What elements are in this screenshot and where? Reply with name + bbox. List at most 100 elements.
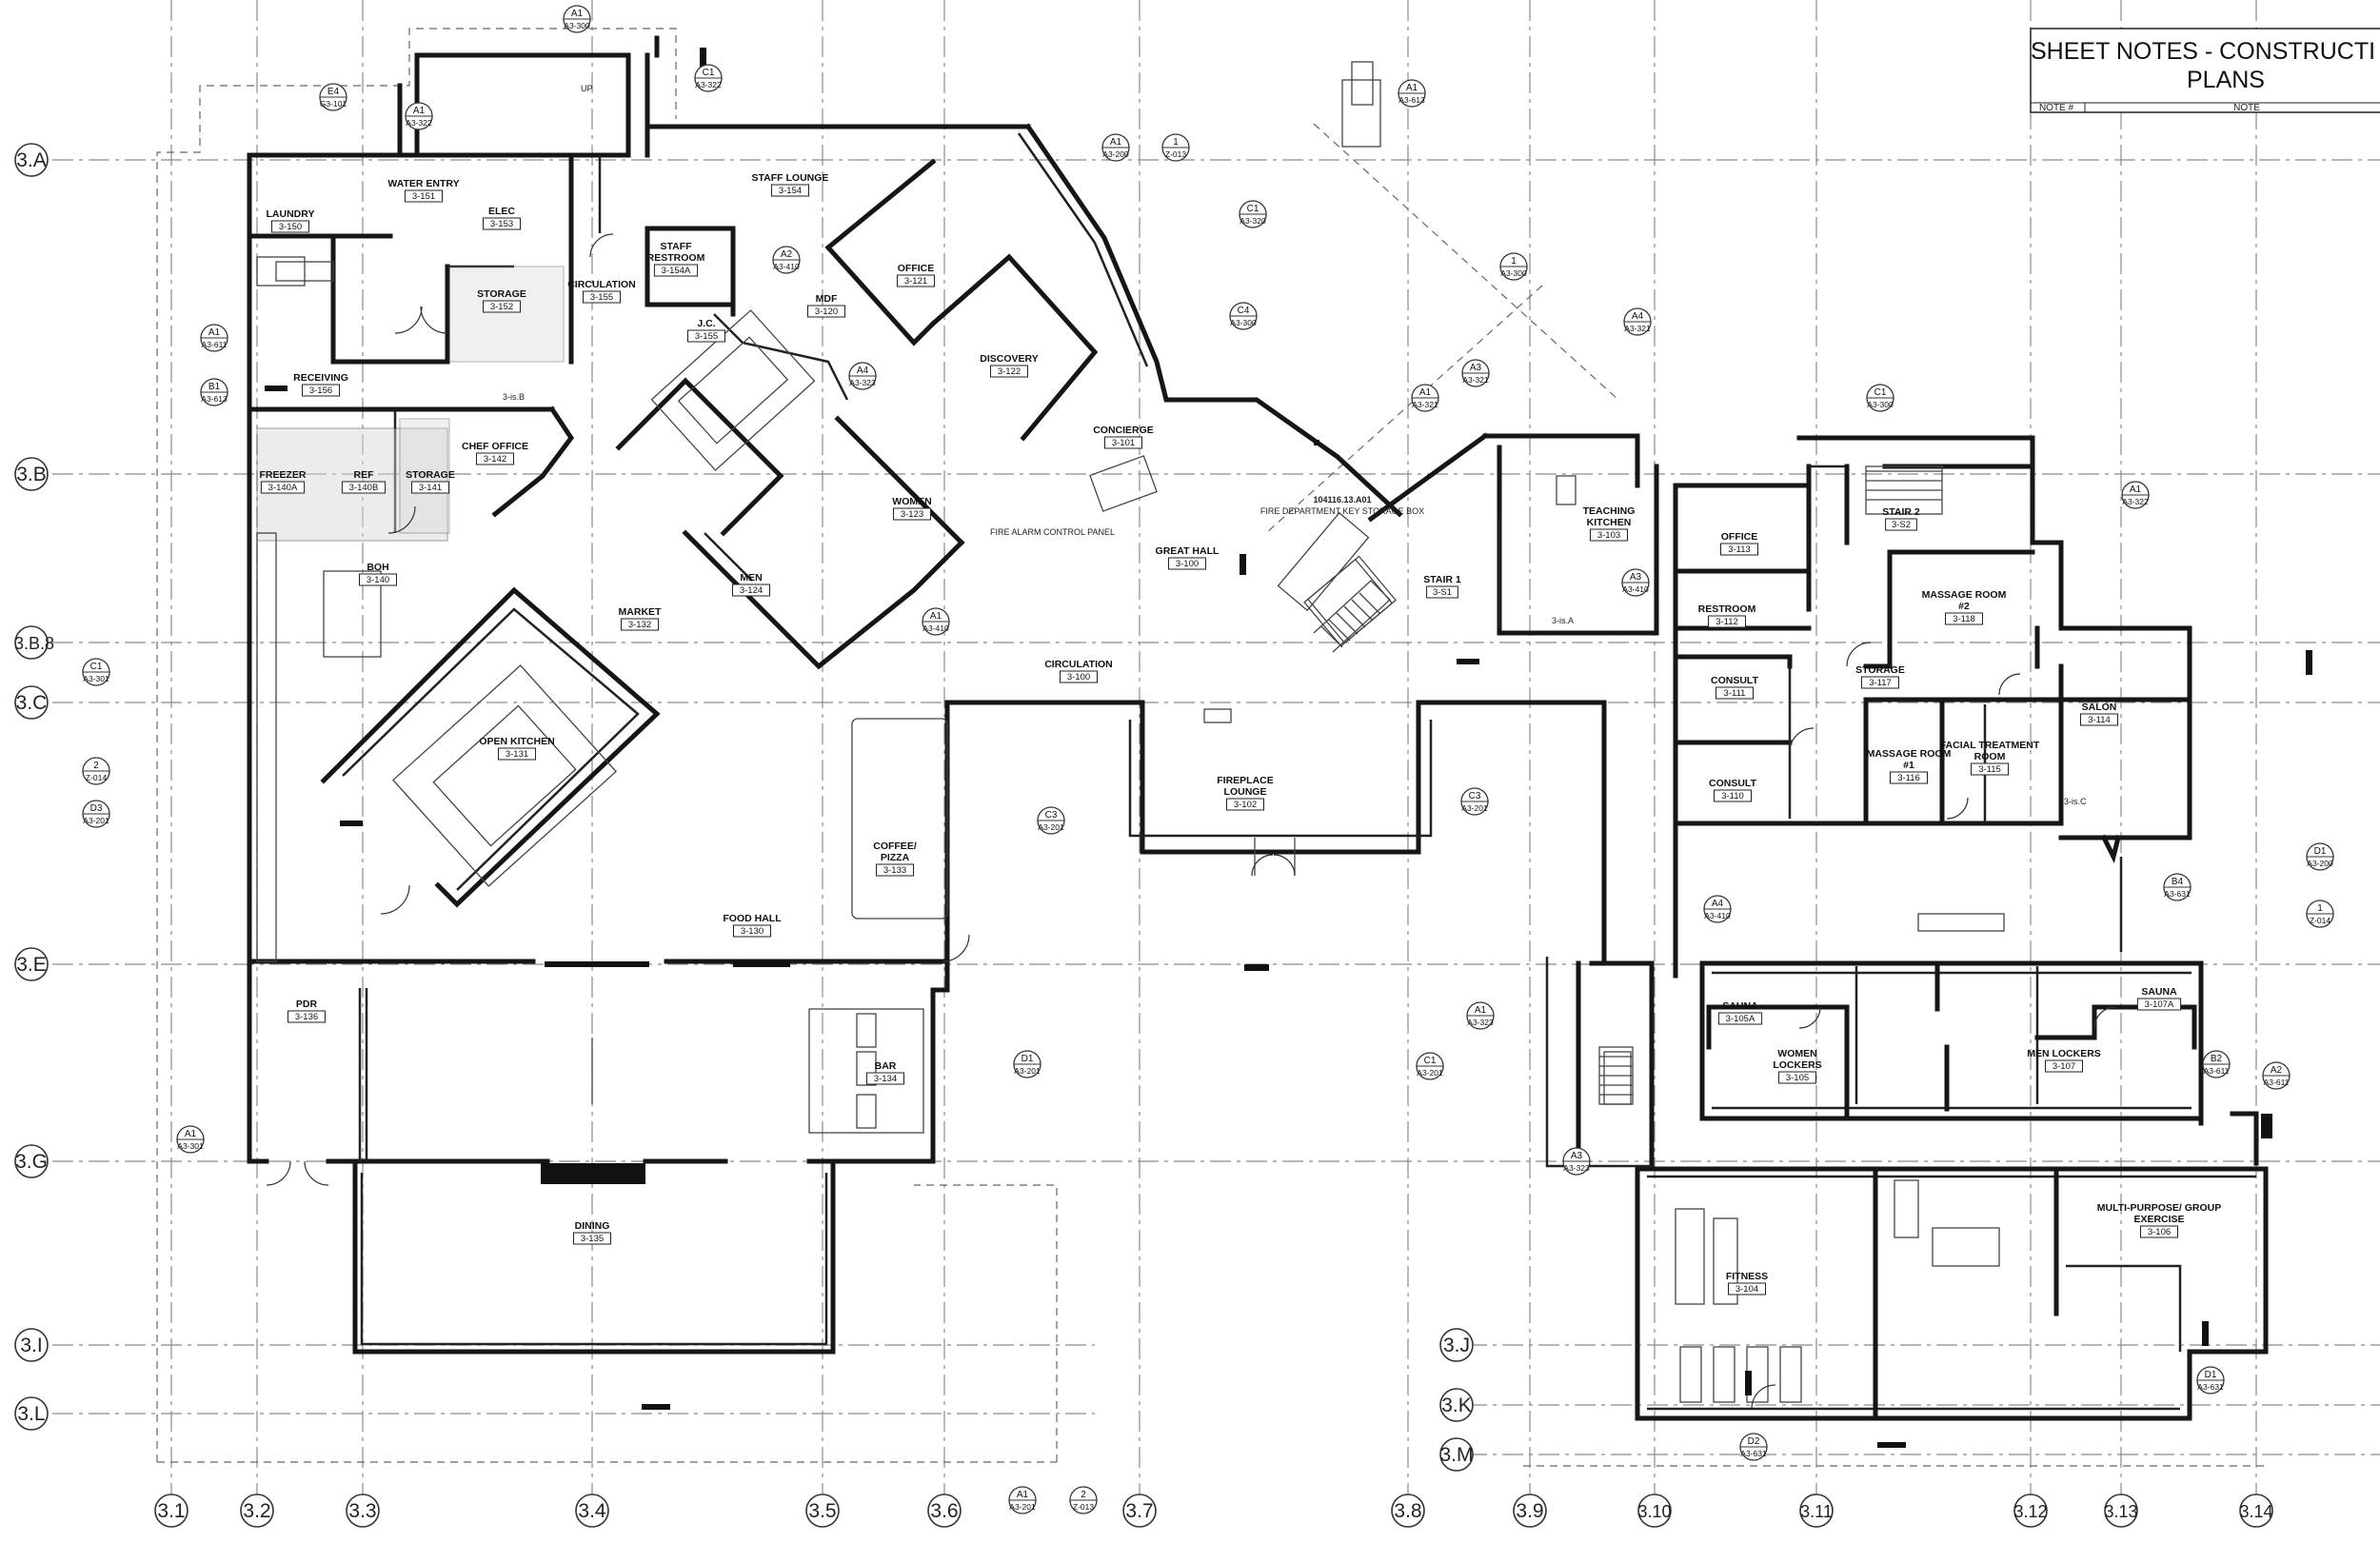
grid-bubbles-vertical — [154, 1494, 2273, 1528]
section-tag-id: D3 — [90, 803, 103, 814]
room-number-box — [990, 365, 1028, 378]
room-number: 3-141 — [419, 483, 442, 493]
room-name: MDF — [816, 293, 838, 305]
room-number-box — [866, 1072, 904, 1085]
section-tag-sheet: Z-013 — [1165, 149, 1186, 159]
room-name: FOOD HALL — [723, 913, 782, 924]
section-tag-id: A1 — [1110, 137, 1122, 148]
room-number: 3-102 — [1234, 800, 1257, 810]
section-tag-sheet: A3-201 — [1417, 1068, 1443, 1078]
grid-label-3B: 3.B — [16, 464, 47, 485]
room-number-box — [573, 1232, 611, 1245]
room-number: 3-112 — [1716, 617, 1738, 627]
room-number: 3-151 — [412, 191, 435, 202]
section-tag-id: 1 — [2317, 903, 2323, 914]
section-tag-id: A3 — [1630, 572, 1642, 583]
section-tag-id: D1 — [1021, 1054, 1034, 1064]
room-number: 3-152 — [490, 302, 513, 312]
room-number-box — [1590, 528, 1628, 542]
room-number: 3-110 — [1721, 791, 1744, 801]
section-tag-id: A3 — [1470, 363, 1482, 373]
room-name: RESTROOM — [647, 252, 705, 264]
room-number: 3-155 — [590, 292, 613, 303]
section-tag-sheet: A3-201 — [1461, 803, 1488, 813]
room-number-box — [687, 329, 725, 343]
room-name: CIRCULATION — [567, 279, 636, 290]
grid-label-3-9: 3.9 — [1516, 1500, 1543, 1522]
section-tag-sheet: A3-321 — [1624, 324, 1651, 333]
room-number: 3-107A — [2145, 999, 2174, 1010]
room-number-box — [476, 452, 514, 465]
room-number-box — [260, 481, 306, 494]
room-number: 3-101 — [1112, 438, 1135, 448]
section-tag-id: A4 — [1632, 311, 1644, 322]
room-number-box — [653, 264, 699, 277]
room-number: 3-124 — [740, 585, 763, 596]
section-tag-sheet: A3-410 — [773, 262, 800, 271]
room-number-box — [897, 274, 935, 287]
room-name: WOMEN — [892, 496, 931, 507]
section-tag: 1Z-014 — [2306, 900, 2334, 928]
section-tag-id: D2 — [1748, 1436, 1760, 1447]
room-name: STAIR 1 — [1423, 574, 1461, 585]
room-number: 3-107 — [2053, 1061, 2075, 1072]
room-name: STORAGE — [1855, 664, 1905, 676]
room-name: DISCOVERY — [980, 353, 1038, 365]
section-tag: 2Z-014 — [82, 757, 110, 785]
section-tag-id: A1 — [413, 106, 426, 116]
room-number: 3-121 — [904, 276, 927, 287]
room-number: 3-142 — [484, 454, 506, 465]
section-tag-id: D1 — [2205, 1370, 2217, 1380]
room-name: ROOM — [1974, 751, 2006, 762]
room-name: MEN — [740, 572, 762, 584]
grid-label-3-2: 3.2 — [243, 1500, 270, 1522]
room-name: STAFF LOUNGE — [752, 172, 829, 184]
section-tag-sheet: A3-321 — [1412, 400, 1438, 409]
note-number-column: NOTE # — [2039, 103, 2074, 113]
room-number-box — [359, 573, 397, 586]
grid-label-3A: 3.A — [16, 149, 47, 171]
room-name: STAFF — [660, 241, 692, 252]
solid-markers — [265, 48, 2312, 1448]
section-tag-sheet: A3-300 — [1500, 268, 1527, 278]
room-number-box — [876, 863, 914, 877]
room-name: BOH — [367, 562, 388, 573]
sheet-notes-header: SHEET NOTES - CONSTRUCTI PLANS NOTE # NO… — [2030, 28, 2380, 113]
room-number-box — [771, 184, 809, 197]
door-swings — [266, 233, 2116, 1410]
room-number: 3-118 — [1953, 614, 1975, 624]
room-number-box — [302, 384, 340, 397]
section-tag-sheet: A3-410 — [1622, 584, 1649, 594]
section-tag-sheet: A3-301 — [83, 674, 109, 683]
room-name: STAIR 2 — [1882, 506, 1920, 518]
annotations: FIRE ALARM CONTROL PANEL 104116.13.A01 F… — [503, 84, 2087, 806]
grid-label-3E: 3.E — [16, 954, 47, 976]
room-number: 3-154A — [662, 266, 691, 276]
section-tag-sheet: A3-323 — [849, 378, 876, 387]
room-number-box — [483, 217, 521, 230]
section-tag-id: C3 — [1469, 791, 1481, 801]
section-tag-sheet: A3-301 — [177, 1141, 204, 1151]
section-tag-sheet: A3-300 — [1230, 318, 1257, 327]
room-name: FREEZER — [259, 469, 306, 481]
section-tag-id: B2 — [2211, 1054, 2223, 1064]
room-name: GREAT HALL — [1156, 545, 1220, 557]
section-tag-id: C4 — [1238, 306, 1250, 316]
section-tag-sheet: Z-013 — [1073, 1502, 1094, 1512]
room-number-box — [1104, 436, 1142, 449]
section-tag-sheet: A3-300 — [564, 21, 590, 30]
room-name: CHEF OFFICE — [462, 441, 528, 452]
section-tag-sheet: A3-410 — [922, 623, 949, 633]
grid-label-3-1: 3.1 — [157, 1500, 185, 1522]
room-number-box — [2136, 998, 2182, 1011]
